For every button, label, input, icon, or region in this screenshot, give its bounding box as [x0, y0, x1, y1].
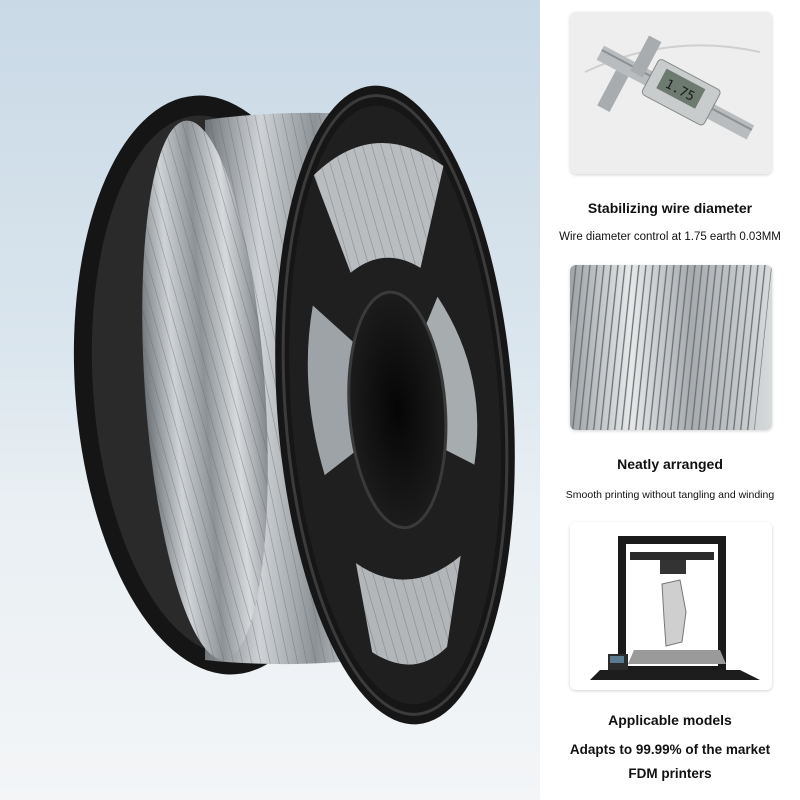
feature-title-1: Stabilizing wire diameter	[587, 200, 753, 216]
filament-closeup-panel	[570, 265, 772, 430]
feature-subtitle-1: Wire diameter control at 1.75 earth 0.03…	[559, 231, 781, 243]
printer-panel	[570, 522, 772, 690]
feature-subtitle-2: Smooth printing without tangling and win…	[565, 489, 775, 501]
feature-subtitle-3-line-2: FDM printers	[628, 766, 712, 781]
feature-title-2: Neatly arranged	[617, 456, 723, 472]
filament-spool-image	[73, 85, 515, 725]
feature-subtitle-3-line-1: Adapts to 99.99% of the market	[569, 742, 771, 757]
front-flange	[275, 85, 515, 725]
caliper-icon: 1.75	[570, 12, 772, 174]
filament-closeup-icon	[570, 265, 772, 430]
spool-hub	[348, 292, 446, 528]
feature-title-3: Applicable models	[608, 712, 732, 728]
caliper-panel: 1.75	[570, 12, 772, 174]
3d-printer-icon	[570, 522, 772, 690]
